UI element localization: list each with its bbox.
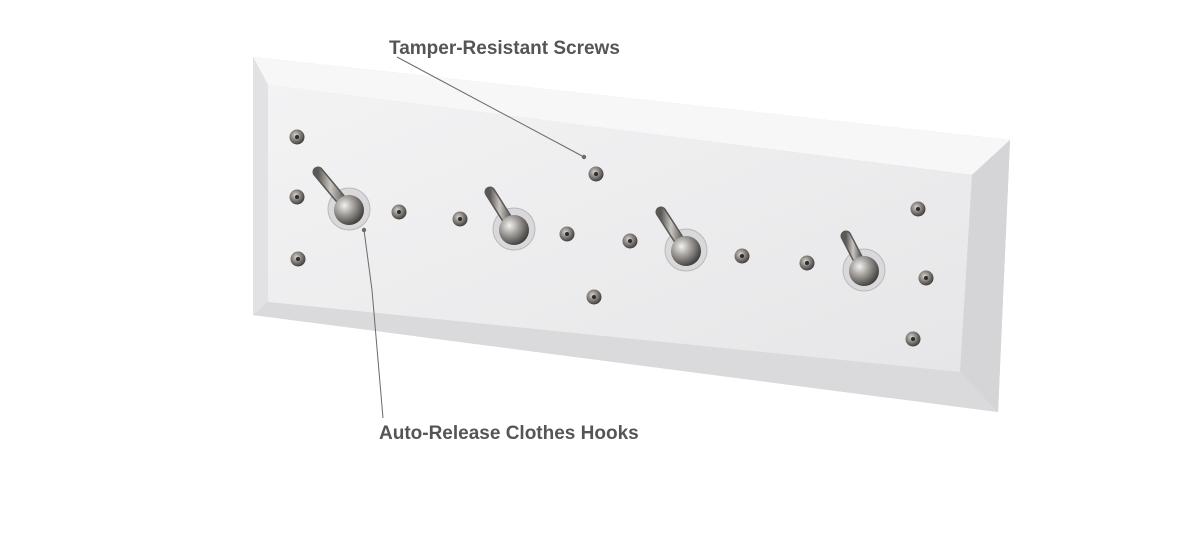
panel-bevel-right: [960, 140, 1010, 412]
clothes-hook-icon: [655, 206, 708, 272]
clothes-hook-icon: [312, 166, 371, 231]
tamper-resistant-screws-label: Tamper-Resistant Screws: [389, 38, 620, 59]
screw-icon: [622, 233, 638, 249]
auto-release-clothes-hooks-label: Auto-Release Clothes Hooks: [379, 423, 639, 444]
screw-icon: [452, 211, 468, 227]
leader-lines: [361, 56, 587, 419]
hooks-leader-dot: [361, 227, 367, 233]
hooks-leader-line: [363, 229, 384, 419]
screw-icon: [391, 204, 407, 220]
screw-icon: [918, 270, 934, 286]
screw-icon: [559, 226, 575, 242]
panel-bevel-bottom: [253, 302, 998, 412]
panel-face: [268, 85, 972, 372]
screw-icon: [799, 255, 815, 271]
panel-bevel-top: [253, 57, 1010, 175]
screw-icon: [289, 189, 305, 205]
screw-icon: [910, 201, 926, 217]
clothes-hook-icon: [484, 186, 536, 251]
screws: [289, 129, 934, 347]
screw-icon: [905, 331, 921, 347]
clothes-hook-icon: [840, 230, 886, 292]
screw-icon: [734, 248, 750, 264]
screws-leader-line: [396, 56, 585, 158]
screw-icon: [586, 289, 602, 305]
hooks: [312, 166, 886, 292]
screw-icon: [290, 251, 306, 267]
screws-leader-dot: [581, 154, 587, 160]
screw-icon: [289, 129, 305, 145]
screw-icon: [588, 166, 604, 182]
panel-bevel-left: [253, 57, 268, 315]
